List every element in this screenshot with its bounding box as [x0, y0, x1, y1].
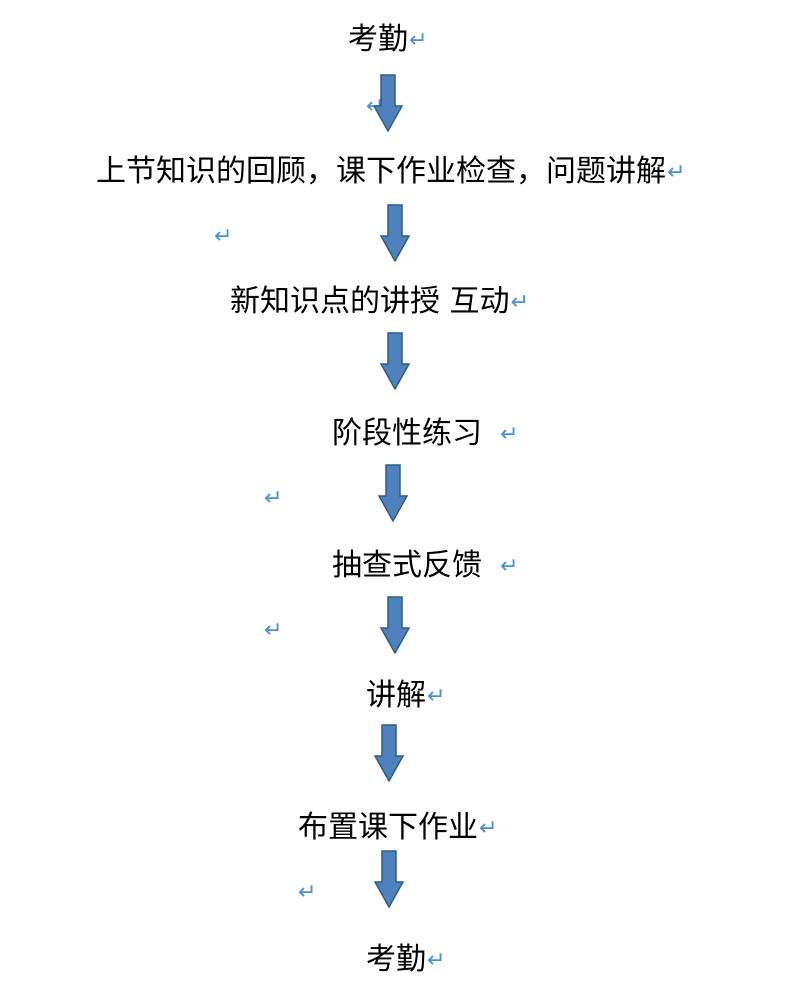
flow-step-spot-check: 抽查式反馈 ↵ — [332, 546, 518, 587]
step-text: 新知识点的讲授 互动 — [230, 284, 510, 319]
down-arrow-icon — [380, 204, 410, 262]
paragraph-mark-icon: ↵ — [298, 880, 317, 905]
paragraph-mark-icon: ↵ — [264, 618, 283, 643]
flow-step-review: 上节知识的回顾，课下作业检查，问题讲解↵ — [96, 152, 685, 193]
step-text: 阶段性练习 — [332, 416, 482, 451]
step-text: 考勤 — [366, 942, 426, 977]
step-text: 抽查式反馈 — [332, 548, 482, 583]
paragraph-mark-icon: ↵ — [214, 224, 233, 249]
paragraph-mark-icon: ↵ — [264, 486, 283, 511]
paragraph-mark-icon: ↵ — [409, 28, 428, 53]
down-arrow-icon — [380, 332, 410, 390]
flow-step-attendance-start: 考勤↵ — [348, 20, 427, 61]
paragraph-mark-icon: ↵ — [667, 160, 686, 185]
step-text: 讲解 — [366, 678, 426, 713]
paragraph-mark-icon: ↵ — [427, 684, 446, 709]
flow-step-new-knowledge: 新知识点的讲授 互动↵ — [230, 282, 529, 323]
flow-step-practice: 阶段性练习 ↵ — [332, 414, 518, 455]
step-text: 布置课下作业 — [298, 810, 478, 845]
down-arrow-icon — [374, 850, 404, 908]
down-arrow-icon — [373, 74, 403, 132]
paragraph-mark-icon: ↵ — [500, 422, 519, 447]
down-arrow-icon — [378, 464, 408, 522]
paragraph-mark-icon: ↵ — [510, 290, 529, 315]
paragraph-mark-icon: ↵ — [479, 816, 498, 841]
down-arrow-icon — [374, 724, 404, 782]
paragraph-mark-icon: ↵ — [427, 948, 446, 973]
step-text: 考勤 — [348, 22, 408, 57]
step-text: 上节知识的回顾，课下作业检查，问题讲解 — [96, 154, 666, 189]
flow-step-attendance-end: 考勤↵ — [366, 940, 445, 981]
flow-step-homework: 布置课下作业↵ — [298, 808, 497, 849]
down-arrow-icon — [380, 596, 410, 654]
paragraph-mark-icon: ↵ — [500, 554, 519, 579]
flow-step-explanation: 讲解↵ — [366, 676, 445, 717]
